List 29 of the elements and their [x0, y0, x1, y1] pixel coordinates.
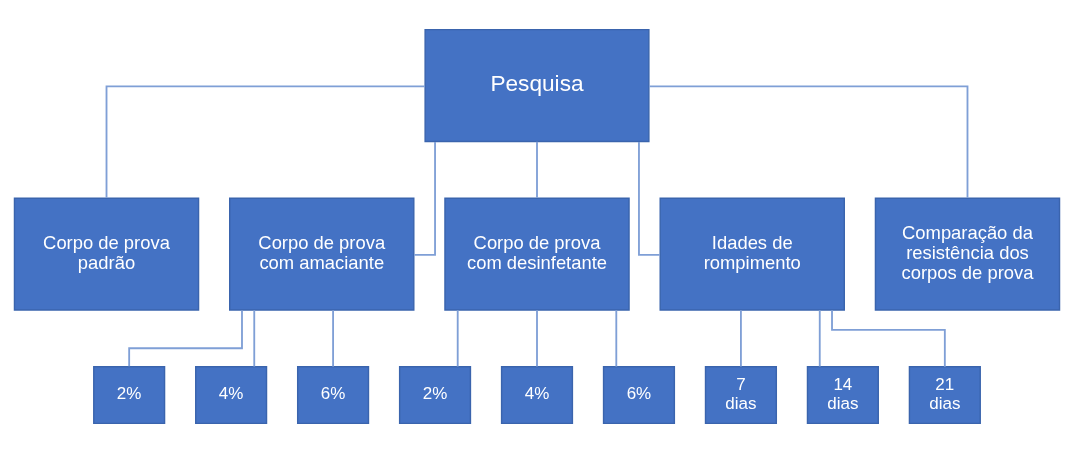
connector: [413, 140, 436, 256]
connector: [740, 308, 742, 367]
node-box: 14 dias: [806, 365, 879, 424]
node-box: Corpo de prova padrão: [13, 196, 200, 311]
connector: [128, 309, 243, 367]
connector: [536, 308, 538, 367]
connector: [105, 84, 426, 199]
node-box: 4%: [500, 365, 574, 424]
connector: [253, 308, 256, 367]
node-box: Corpo de prova com desinfetante: [444, 196, 630, 311]
connector: [536, 140, 538, 199]
node-box: Comparação da resistência dos corpos de prova: [874, 196, 1061, 311]
connector: [648, 84, 969, 199]
node-box: Idades de rompimento: [659, 196, 845, 311]
node-box: 6%: [296, 365, 370, 424]
connector: [332, 308, 334, 367]
node-box: 2%: [93, 365, 166, 424]
connector: [638, 140, 661, 256]
connector: [456, 308, 459, 367]
connector: [818, 308, 821, 367]
node-box: Corpo de prova com amaciante: [229, 196, 415, 311]
node-box: 4%: [195, 365, 268, 424]
node-box: 21 dias: [908, 365, 981, 424]
node-box: 2%: [398, 365, 472, 424]
node-box: Pesquisa: [424, 28, 650, 142]
node-box: 6%: [602, 365, 676, 424]
node-box: 7 dias: [704, 365, 778, 424]
connector: [615, 308, 618, 367]
connector: [831, 308, 946, 368]
